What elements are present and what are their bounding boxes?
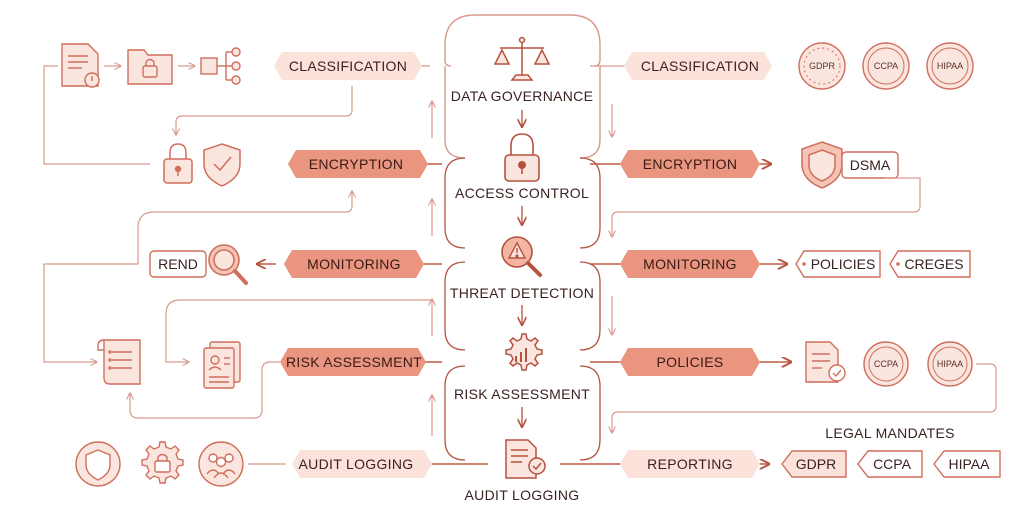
left-classification-label: CLASSIFICATION — [289, 58, 407, 74]
mandate-tag-ccpa[interactable] — [857, 450, 923, 478]
mandate-tag-gdpr[interactable] — [781, 450, 847, 478]
hierarchy-icon — [200, 47, 241, 85]
mandate-tag-hipaa[interactable] — [933, 450, 1001, 478]
center-spine — [444, 14, 601, 159]
left-monitoring-pill[interactable] — [284, 250, 424, 278]
folder-lock-icon — [127, 49, 173, 85]
node-title-data-governance: DATA GOVERNANCE — [451, 88, 593, 104]
right-monitoring-label: MONITORING — [643, 256, 737, 272]
right-reporting-pill[interactable] — [620, 450, 760, 478]
left-encryption-label: ENCRYPTION — [309, 156, 404, 172]
left-classification-pill[interactable] — [274, 52, 422, 80]
loop-dsma-to-monitoring — [612, 177, 921, 236]
dsma-tag-label: DSMA — [850, 157, 891, 173]
left-encryption-pill[interactable] — [288, 150, 428, 178]
shield-check-icon — [203, 143, 241, 187]
right-classification-pill[interactable] — [624, 52, 772, 80]
left-risk-label: RISK ASSESSMENT — [286, 354, 422, 370]
shield-circle-icon — [75, 441, 121, 487]
node-title-threat-detection: THREAT DETECTION — [450, 285, 594, 301]
loop-left-row1 — [43, 65, 150, 165]
tag-hole-icon — [896, 262, 900, 266]
left-monitoring-label: MONITORING — [307, 256, 401, 272]
left-risk-pill[interactable] — [280, 348, 426, 376]
tag-hole-icon — [802, 262, 806, 266]
padlock-icon — [504, 133, 540, 182]
threat-magnifier-icon — [501, 236, 542, 277]
right-policies-pill[interactable] — [620, 348, 760, 376]
mandate-gdpr-label: GDPR — [796, 456, 836, 472]
audit-document-icon — [505, 439, 546, 479]
right-policies-label: POLICIES — [657, 354, 724, 370]
gear-lock-icon — [141, 441, 184, 484]
side-vertical-arrows — [432, 102, 612, 436]
seal-hipaa-row4-label: HIPAA — [937, 359, 963, 369]
rend-tag[interactable] — [149, 250, 207, 278]
gdpr-seal: GDPR — [798, 42, 846, 90]
creges-tag-label: CREGES — [904, 256, 963, 272]
loop-seals-to-reporting — [612, 363, 997, 432]
loop-left-to-scroll — [43, 228, 139, 362]
policies-tag-label: POLICIES — [811, 256, 876, 272]
document-alert-icon — [61, 43, 100, 88]
loop-to-id-card — [165, 299, 432, 362]
checklist-document-icon — [805, 341, 846, 383]
seal-ccpa-row4-label: CCPA — [874, 359, 898, 369]
creges-tag[interactable] — [889, 250, 971, 278]
ccpa-seal: CCPA — [862, 42, 910, 90]
seal-gdpr-label: GDPR — [809, 61, 836, 71]
node-title-audit-logging: AUDIT LOGGING — [465, 487, 580, 503]
loop-risk-to-scroll — [130, 361, 280, 419]
right-encryption-label: ENCRYPTION — [643, 156, 738, 172]
hipaa-seal-row4: HIPAA — [927, 341, 973, 387]
node-title-risk-assessment: RISK ASSESSMENT — [454, 386, 590, 402]
rend-tag-label: REND — [158, 256, 198, 272]
users-circle-icon — [198, 441, 244, 487]
seal-hipaa-label: HIPAA — [937, 61, 963, 71]
node-title-access-control: ACCESS CONTROL — [455, 185, 589, 201]
gear-chart-icon — [505, 333, 543, 371]
right-reporting-label: REPORTING — [647, 456, 733, 472]
id-documents-icon — [203, 341, 241, 389]
left-audit-label: AUDIT LOGGING — [299, 456, 414, 472]
scroll-list-icon — [97, 339, 141, 385]
seal-ccpa-label: CCPA — [874, 61, 898, 71]
loop-row3-to-encryption — [137, 205, 353, 229]
mandate-ccpa-label: CCPA — [873, 456, 912, 472]
shield-badge-icon — [801, 141, 843, 189]
right-monitoring-pill[interactable] — [620, 250, 760, 278]
right-classification-label: CLASSIFICATION — [641, 58, 759, 74]
left-audit-pill[interactable] — [292, 450, 432, 478]
scales-icon — [493, 36, 551, 81]
ccpa-seal-row4: CCPA — [863, 341, 909, 387]
right-encryption-pill[interactable] — [620, 150, 760, 178]
loop-classification-to-lock — [176, 86, 353, 134]
mandate-hipaa-label: HIPAA — [949, 456, 991, 472]
legal-mandates-title: LEGAL MANDATES — [825, 425, 954, 441]
padlock-small-icon — [163, 143, 193, 184]
hipaa-seal: HIPAA — [926, 42, 974, 90]
policies-tag[interactable] — [795, 250, 881, 278]
dsma-tag[interactable] — [841, 151, 899, 179]
magnifier-icon — [208, 244, 248, 285]
